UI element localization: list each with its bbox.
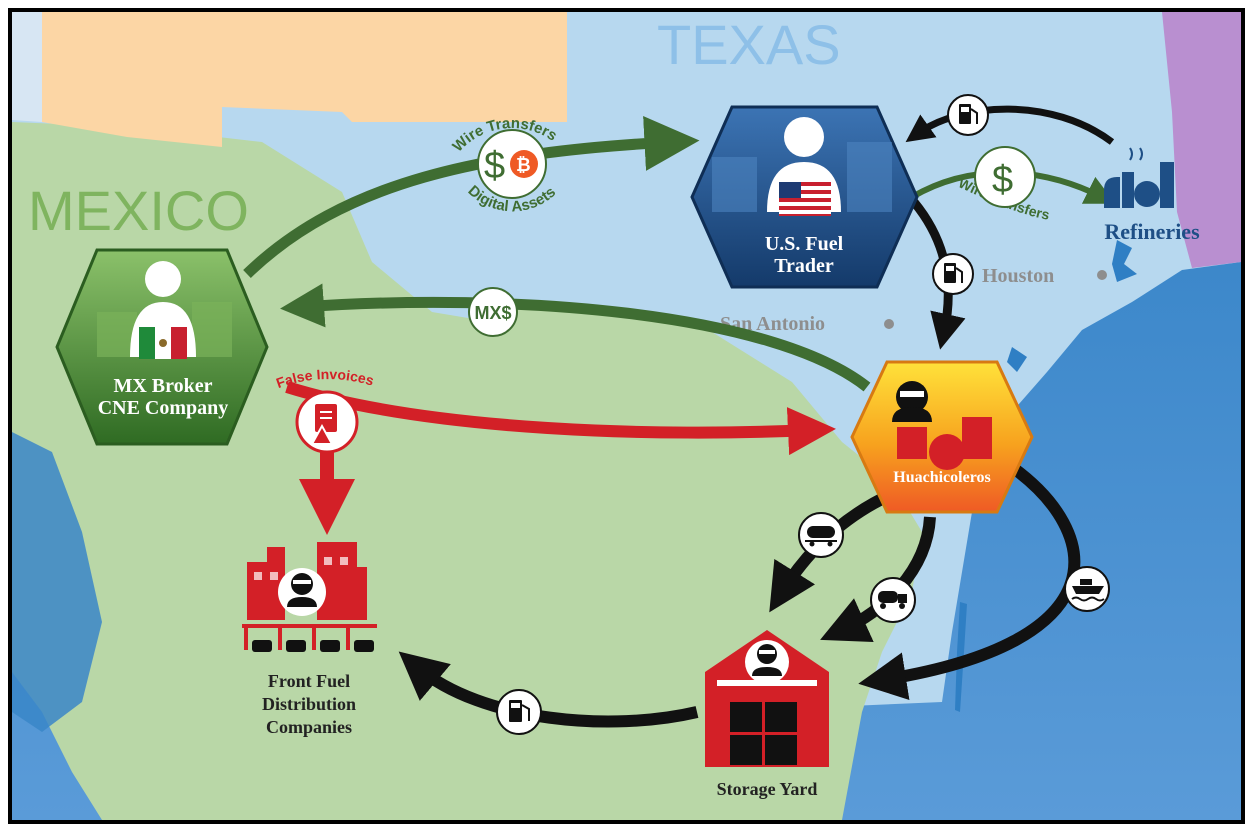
dollar-sign-icon: $ (484, 145, 505, 187)
front-companies-buildings-icon (242, 542, 377, 652)
front-fuel-line2: Distribution (262, 694, 356, 714)
fuel-pump-icon-mid (932, 253, 974, 295)
flow-wire-to-us-trader (243, 115, 700, 278)
ship-icon (1064, 566, 1110, 612)
pacific-inlet (12, 432, 102, 732)
huachicoleros-label: Huachicoleros (893, 469, 990, 486)
person-head-icon (145, 261, 181, 297)
front-fuel-node: Front Fuel Distribution Companies (242, 542, 377, 737)
mexico-flag-icon (139, 327, 187, 359)
houston-dot (1097, 270, 1107, 280)
mexico-label: MEXICO (28, 179, 249, 242)
flow-fuel-to-front-companies (398, 651, 699, 728)
us-trader-line1: U.S. Fuel (765, 233, 844, 255)
bitcoin-icon (510, 150, 538, 178)
mx-broker-line2: CNE Company (98, 397, 229, 419)
us-flag-icon (779, 182, 831, 216)
tanker-truck-icon (870, 577, 916, 623)
mx-broker-line1: MX Broker (113, 375, 212, 397)
refineries-label: Refineries (1104, 219, 1200, 244)
louisiana-region (1162, 12, 1241, 268)
flow-fuel-refinery-to-trader (905, 105, 1115, 145)
svg-text:MX$: MX$ (474, 303, 511, 323)
dollar-bitcoin-icon-group: $ ₿ (477, 129, 547, 199)
coastal-bay (1007, 347, 1027, 372)
mx-broker-node: MX Broker CNE Company (55, 248, 269, 446)
person-head-icon (784, 117, 824, 157)
fuel-smuggling-diagram: MEXICO TEXAS Houston San Antonio Wire Tr… (12, 12, 1241, 820)
region-strip (12, 12, 42, 122)
svg-text:₿: ₿ (516, 155, 531, 175)
storage-yard-node: Storage Yard (705, 630, 829, 799)
fuel-pump-icon-top (947, 94, 989, 136)
fuel-pump-icon-bottom (496, 689, 542, 735)
shell-logo-icon (929, 434, 965, 470)
refinery-icon (1104, 147, 1174, 208)
storage-yard-label: Storage Yard (717, 779, 818, 799)
car-icon (252, 640, 272, 652)
warehouse-icon (705, 630, 829, 767)
svg-text:$: $ (992, 159, 1013, 201)
huachicoleros-node: Huachicoleros (850, 360, 1034, 514)
new-mexico-region (42, 12, 567, 147)
mx-pesos-icon: MX$ (468, 287, 518, 337)
invoice-warning-icon (295, 390, 359, 454)
refineries-node: Refineries (1104, 147, 1200, 244)
san-antonio-dot (884, 319, 894, 329)
rail-tank-car-icon (798, 512, 844, 558)
dollar-sign-icon-right: $ (974, 146, 1036, 208)
us-trader-line2: Trader (774, 255, 834, 277)
galveston-bay (1112, 240, 1137, 282)
front-fuel-line1: Front Fuel (268, 671, 350, 691)
texas-label: TEXAS (657, 13, 841, 76)
car-icon (354, 640, 374, 652)
car-icon (320, 640, 340, 652)
us-fuel-trader-node: U.S. Fuel Trader (690, 105, 919, 289)
car-icon (286, 640, 306, 652)
front-fuel-line3: Companies (266, 717, 352, 737)
houston-label: Houston (982, 265, 1054, 287)
flow-pesos-to-mx-broker (280, 283, 871, 392)
diagram-frame: MEXICO TEXAS Houston San Antonio Wire Tr… (8, 8, 1245, 824)
